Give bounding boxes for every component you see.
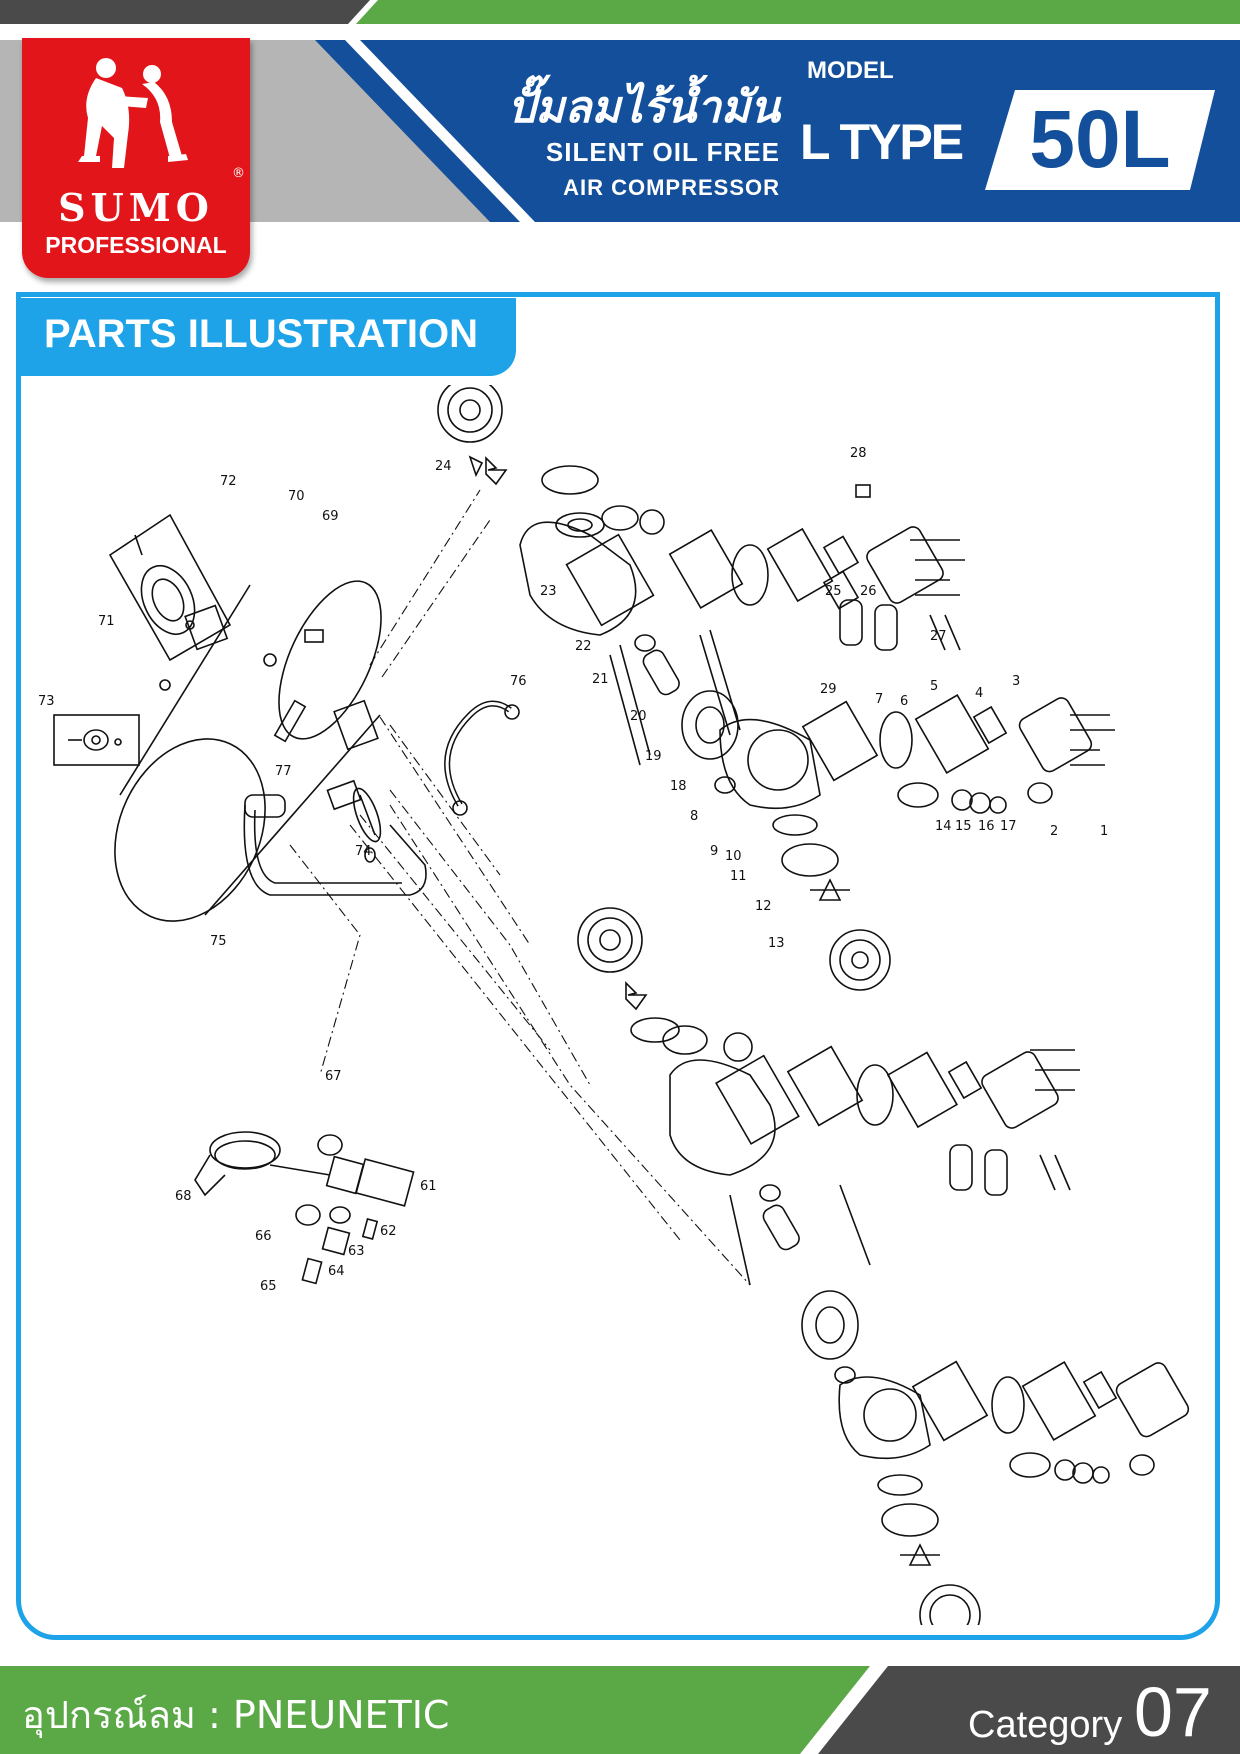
part-label: 65 xyxy=(260,1279,277,1294)
part-label: 67 xyxy=(325,1069,342,1084)
section-title: PARTS ILLUSTRATION xyxy=(44,312,479,356)
air-tank-part-75 xyxy=(114,580,427,922)
footer-category-number: 07 xyxy=(1134,1673,1212,1751)
product-title-thai: ปั๊มลมไร้น้ำมัน xyxy=(507,82,780,133)
part-label: 63 xyxy=(348,1244,365,1259)
model-label: MODEL xyxy=(807,57,894,84)
part-label: 6 xyxy=(900,694,908,709)
part-label: 73 xyxy=(38,694,55,709)
top-stripe xyxy=(0,0,1240,40)
part-label: 71 xyxy=(98,614,115,629)
part-label: 2 xyxy=(1050,824,1058,839)
part-label: 1 xyxy=(1100,824,1108,839)
content-frame xyxy=(16,292,1220,1640)
sumo-logo: ® SUMO PROFESSIONAL xyxy=(22,38,250,278)
part-label: 13 xyxy=(768,936,785,951)
electrical-parts xyxy=(194,1131,415,1285)
part-label: 15 xyxy=(955,819,972,834)
part-label: 17 xyxy=(1000,819,1017,834)
footer-category-name: อุปกรณ์ลม : PNEUNETIC xyxy=(22,1693,450,1737)
product-title-en-line2: AIR COMPRESSOR xyxy=(563,175,780,200)
part-label: 18 xyxy=(670,779,687,794)
part-label: 14 xyxy=(935,819,952,834)
registered-mark: ® xyxy=(232,166,245,181)
footer-category-label: Category xyxy=(968,1704,1123,1746)
part-label: 75 xyxy=(210,934,227,949)
part-label: 20 xyxy=(630,709,647,724)
part-label: 27 xyxy=(930,629,947,644)
part-label: 4 xyxy=(975,686,983,701)
part-label: 68 xyxy=(175,1189,192,1204)
part-label: 74 xyxy=(355,844,372,859)
part-label: 64 xyxy=(328,1264,345,1279)
sumo-wrestler-icon xyxy=(78,58,188,168)
part-label: 62 xyxy=(380,1224,397,1239)
part-label: 5 xyxy=(930,679,938,694)
model-type: L TYPE xyxy=(800,114,964,170)
part-73-inset xyxy=(53,714,140,766)
part-label: 24 xyxy=(435,459,452,474)
part-label: 29 xyxy=(820,682,837,697)
part-label: 69 xyxy=(322,509,339,524)
brand-name: SUMO xyxy=(58,185,214,230)
part-label: 70 xyxy=(288,489,305,504)
part-label: 66 xyxy=(255,1229,272,1244)
parts-exploded-diagram: 1 2 3 4 5 6 7 8 9 10 11 12 13 14 15 16 1… xyxy=(38,385,1190,1625)
part-label: 8 xyxy=(690,809,698,824)
part-label: 7 xyxy=(875,692,883,707)
part-label: 76 xyxy=(510,674,527,689)
brand-subtitle: PROFESSIONAL xyxy=(45,232,227,258)
part-label: 16 xyxy=(978,819,995,834)
model-size-badge xyxy=(985,90,1215,190)
middle-pump-assembly xyxy=(719,694,1115,991)
lower-pump-assembly xyxy=(577,907,1190,1625)
part-label: 22 xyxy=(575,639,592,654)
part-labels: 1 2 3 4 5 6 7 8 9 10 11 12 13 14 15 16 1… xyxy=(38,446,1108,1294)
upper-pump-assembly xyxy=(437,385,965,794)
part-label: 21 xyxy=(592,672,609,687)
part-label: 26 xyxy=(860,584,877,599)
model-size: 50L xyxy=(1029,94,1171,185)
part-label: 9 xyxy=(710,844,718,859)
assembly-lines xyxy=(289,489,751,1286)
part-label: 11 xyxy=(730,869,747,884)
part-label: 23 xyxy=(540,584,557,599)
footer-band xyxy=(0,1666,1240,1754)
product-title-en-line1: SILENT OIL FREE xyxy=(545,137,780,167)
part-label: 77 xyxy=(275,764,292,779)
part-label: 28 xyxy=(850,446,867,461)
part-label: 72 xyxy=(220,474,237,489)
part-label: 25 xyxy=(825,584,842,599)
wheel-part-72 xyxy=(108,513,232,662)
part-label: 61 xyxy=(420,1179,437,1194)
part-label: 19 xyxy=(645,749,662,764)
tank-fittings xyxy=(159,604,382,863)
part-label: 3 xyxy=(1012,674,1020,689)
part-label: 10 xyxy=(725,849,742,864)
hose-part-76 xyxy=(444,700,520,816)
part-label: 12 xyxy=(755,899,772,914)
section-tab xyxy=(16,298,516,376)
